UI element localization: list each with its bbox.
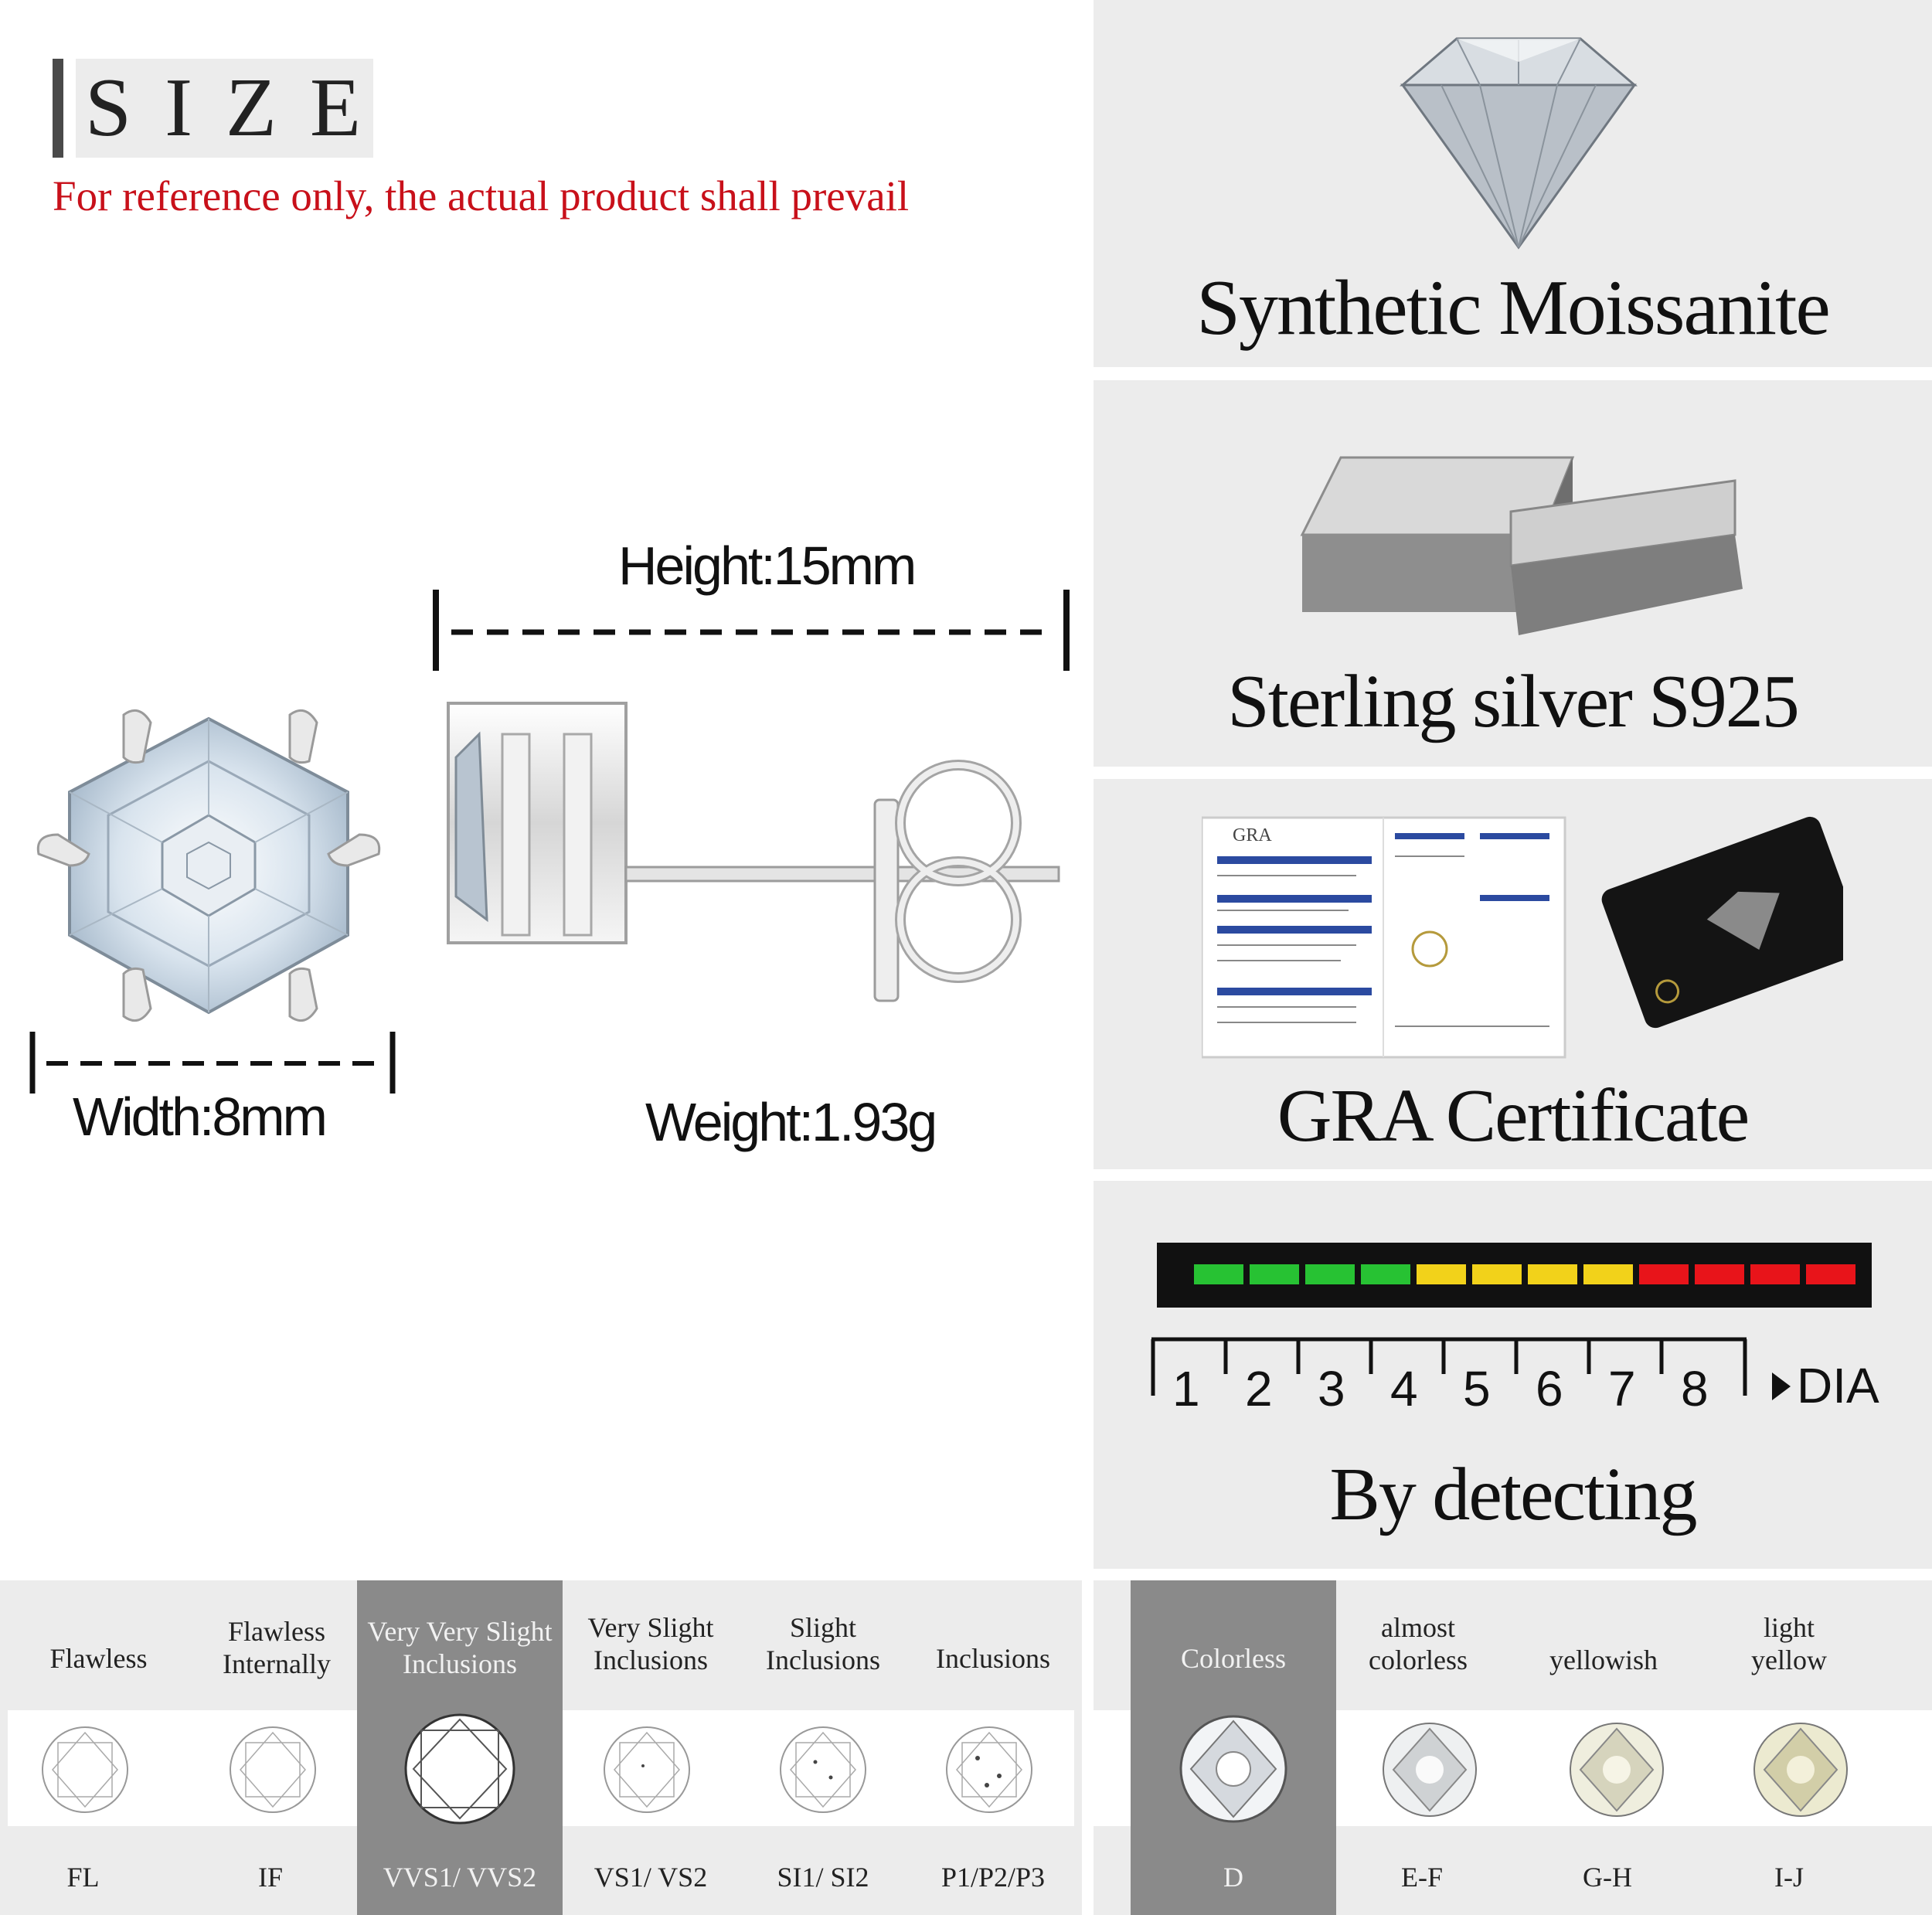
height-label: Height:15mm (618, 536, 917, 596)
color-code: G-H (1583, 1862, 1632, 1893)
color-name: yellowish (1549, 1645, 1658, 1675)
diamond-icon (1399, 37, 1638, 250)
scale-tick: 8 (1681, 1361, 1709, 1417)
clarity-code: VS1/ VS2 (594, 1862, 708, 1893)
color-diamond-icon (1179, 1715, 1287, 1823)
clarity-code: VVS1/ VVS2 (383, 1862, 537, 1893)
clarity-code: IF (257, 1862, 283, 1893)
clarity-name: Very Slight Inclusions (587, 1612, 714, 1675)
clarity-diamond-icon (42, 1726, 128, 1813)
dia-label: DIA (1797, 1358, 1879, 1413)
clarity-diamond-icon (230, 1726, 316, 1813)
clarity-code: FL (66, 1862, 100, 1893)
feature-panel-moissanite: Synthetic Moissanite (1094, 0, 1932, 367)
scale-tick: 7 (1608, 1361, 1636, 1417)
clarity-diamond-icon (604, 1726, 690, 1813)
size-header-bar (53, 59, 63, 158)
certificate-icon: GRA (1202, 816, 1843, 1059)
color-diamond-icon (1753, 1723, 1848, 1817)
scale-tick: 5 (1463, 1361, 1491, 1417)
feature-panel-silver: Sterling silver S925 (1094, 380, 1932, 767)
color-code: E-F (1401, 1862, 1443, 1893)
clarity-name: Slight Inclusions (766, 1612, 880, 1675)
arrow-right-icon (1772, 1372, 1791, 1400)
size-header: S I Z E (53, 59, 373, 158)
clarity-name: Very Very Slight Inclusions (367, 1616, 553, 1679)
earring-side-view (447, 702, 1060, 1002)
feature-label: GRA Certificate (1277, 1074, 1750, 1158)
color-code: I-J (1774, 1862, 1804, 1893)
clarity-diamond-icon (780, 1726, 866, 1813)
tester-icon (1157, 1243, 1872, 1308)
clarity-name: Flawless Internally (223, 1616, 331, 1679)
color-code: D (1223, 1862, 1243, 1893)
color-diamond-icon (1383, 1723, 1477, 1817)
certificate-logo: GRA (1233, 825, 1272, 845)
clarity-diamond-icon (946, 1726, 1032, 1813)
feature-label: Sterling silver S925 (1227, 660, 1800, 743)
size-title: S I Z E (85, 62, 367, 154)
clarity-code: SI1/ SI2 (777, 1862, 869, 1893)
tester-scale (1151, 1337, 1747, 1396)
color-diamond-icon (1570, 1723, 1664, 1817)
color-name: light yellow (1751, 1612, 1827, 1675)
scale-tick: 1 (1172, 1361, 1200, 1417)
color-name: Colorless (1180, 1643, 1286, 1674)
weight-label: Weight:1.93g (645, 1092, 937, 1152)
clarity-diamond-icon (404, 1713, 515, 1825)
size-header-box (76, 59, 373, 158)
feature-panel-certificate: GRA GRA Certificate (1094, 779, 1932, 1169)
color-table: Colorless almost colorless yellowish lig… (1094, 1580, 1932, 1915)
clarity-name: Flawless (49, 1643, 148, 1674)
width-label: Width:8mm (73, 1087, 328, 1147)
size-note: For reference only, the actual product s… (53, 172, 910, 219)
silver-bars-icon (1300, 456, 1743, 635)
feature-label: Synthetic Moissanite (1196, 264, 1830, 352)
earring-front-view (36, 709, 381, 1022)
scale-tick: 2 (1245, 1361, 1273, 1417)
clarity-name: Inclusions (936, 1643, 1050, 1674)
scale-tick: 6 (1536, 1361, 1563, 1417)
scale-tick: 4 (1390, 1361, 1418, 1417)
feature-label: By detecting (1329, 1453, 1697, 1536)
color-name: almost colorless (1369, 1612, 1468, 1675)
clarity-table: Flawless Flawless Internally Very Very S… (0, 1580, 1082, 1915)
feature-panel-detecting: 1 2 3 4 5 6 7 8 DIA By detecting (1094, 1181, 1932, 1569)
width-dimension-line (29, 1032, 396, 1094)
height-dimension-line (433, 590, 1070, 671)
scale-tick: 3 (1318, 1361, 1345, 1417)
clarity-code: P1/P2/P3 (940, 1862, 1046, 1893)
